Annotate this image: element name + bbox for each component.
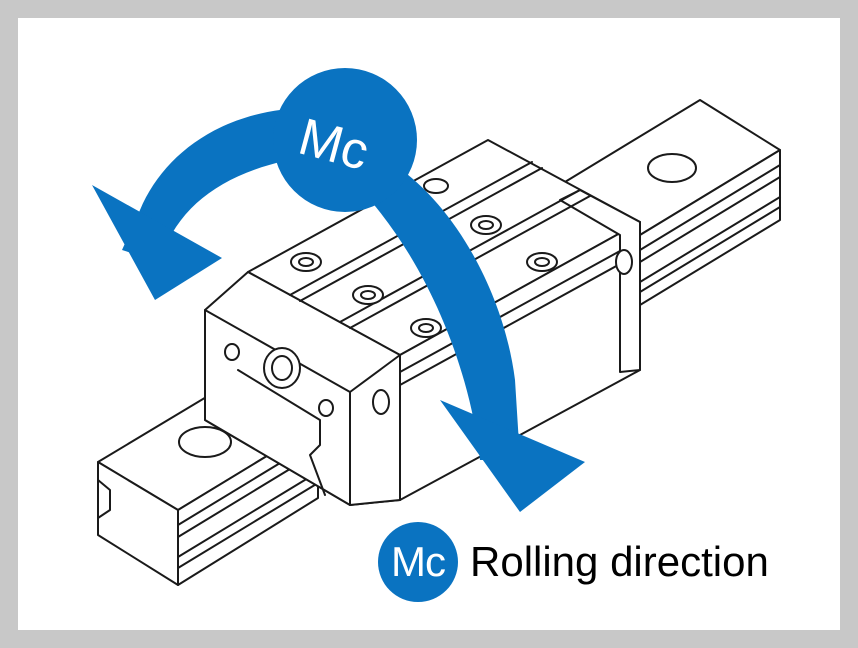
legend-symbol: Mc [391,538,446,585]
tapped-hole [423,178,449,194]
side-hole [615,249,633,275]
legend: Mc Rolling direction [378,522,769,602]
rear-rail [559,99,781,306]
rail-mounting-hole-rear [647,153,697,183]
rolling-moment-arrow [92,68,585,512]
side-hole [372,389,390,415]
legend-label: Rolling direction [470,538,769,585]
end-screw [318,399,334,417]
end-screw [224,343,240,361]
rail-mounting-hole-front [178,426,232,458]
legend-badge: Mc [378,522,458,602]
